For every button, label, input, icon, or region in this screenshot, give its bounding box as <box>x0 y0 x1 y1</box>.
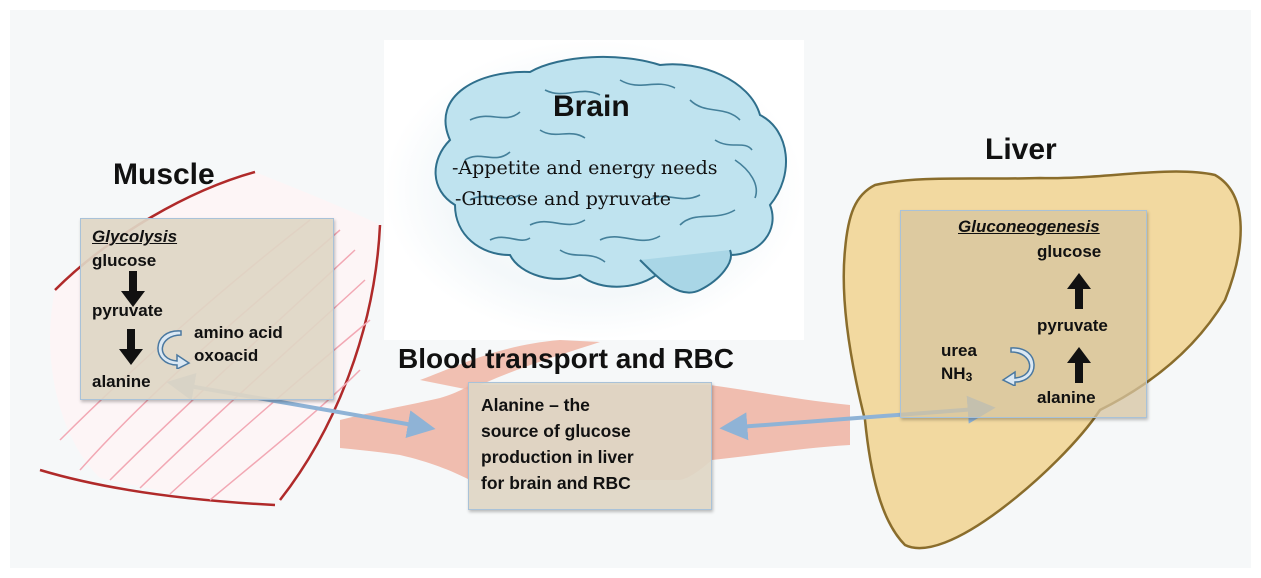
blood-text-line1: Alanine – the <box>481 395 590 416</box>
muscle-title: Muscle <box>113 158 215 192</box>
blood-text-line4: for brain and RBC <box>481 473 631 494</box>
blood-transport-box: Alanine – the source of glucose producti… <box>468 382 712 510</box>
liver-pyruvate-label: pyruvate <box>1037 316 1108 336</box>
brain-line-appetite: -Appetite and energy needs <box>452 157 718 179</box>
muscle-pyruvate-label: pyruvate <box>92 301 163 321</box>
glycolysis-label: Glycolysis <box>92 227 177 247</box>
up-arrow-icon <box>1067 273 1091 309</box>
muscle-alanine-label: alanine <box>92 372 151 392</box>
blood-text-line2: source of glucose <box>481 421 631 442</box>
up-arrow-icon <box>1067 347 1091 383</box>
transamination-curved-arrow-icon <box>151 329 191 369</box>
liver-alanine-label: alanine <box>1037 388 1096 408</box>
brain-line-glucose: -Glucose and pyruvate <box>455 188 671 210</box>
ammonia-label: NH3 <box>941 364 972 384</box>
brain-title: Brain <box>553 90 630 124</box>
deamination-curved-arrow-icon <box>1001 346 1041 386</box>
blood-text-line3: production in liver <box>481 447 634 468</box>
liver-title: Liver <box>985 133 1057 167</box>
gluconeogenesis-label: Gluconeogenesis <box>958 217 1100 237</box>
down-arrow-icon <box>119 329 143 365</box>
muscle-glucose-label: glucose <box>92 251 156 271</box>
oxoacid-label: oxoacid <box>194 346 258 366</box>
blood-title: Blood transport and RBC <box>398 343 734 375</box>
liver-glucose-label: glucose <box>1037 242 1101 262</box>
amino-acid-label: amino acid <box>194 323 283 343</box>
gluconeogenesis-box: Gluconeogenesis glucose pyruvate alanine… <box>900 210 1147 418</box>
glycolysis-box: Glycolysis glucose pyruvate amino acid o… <box>80 218 334 400</box>
urea-label: urea <box>941 341 977 361</box>
